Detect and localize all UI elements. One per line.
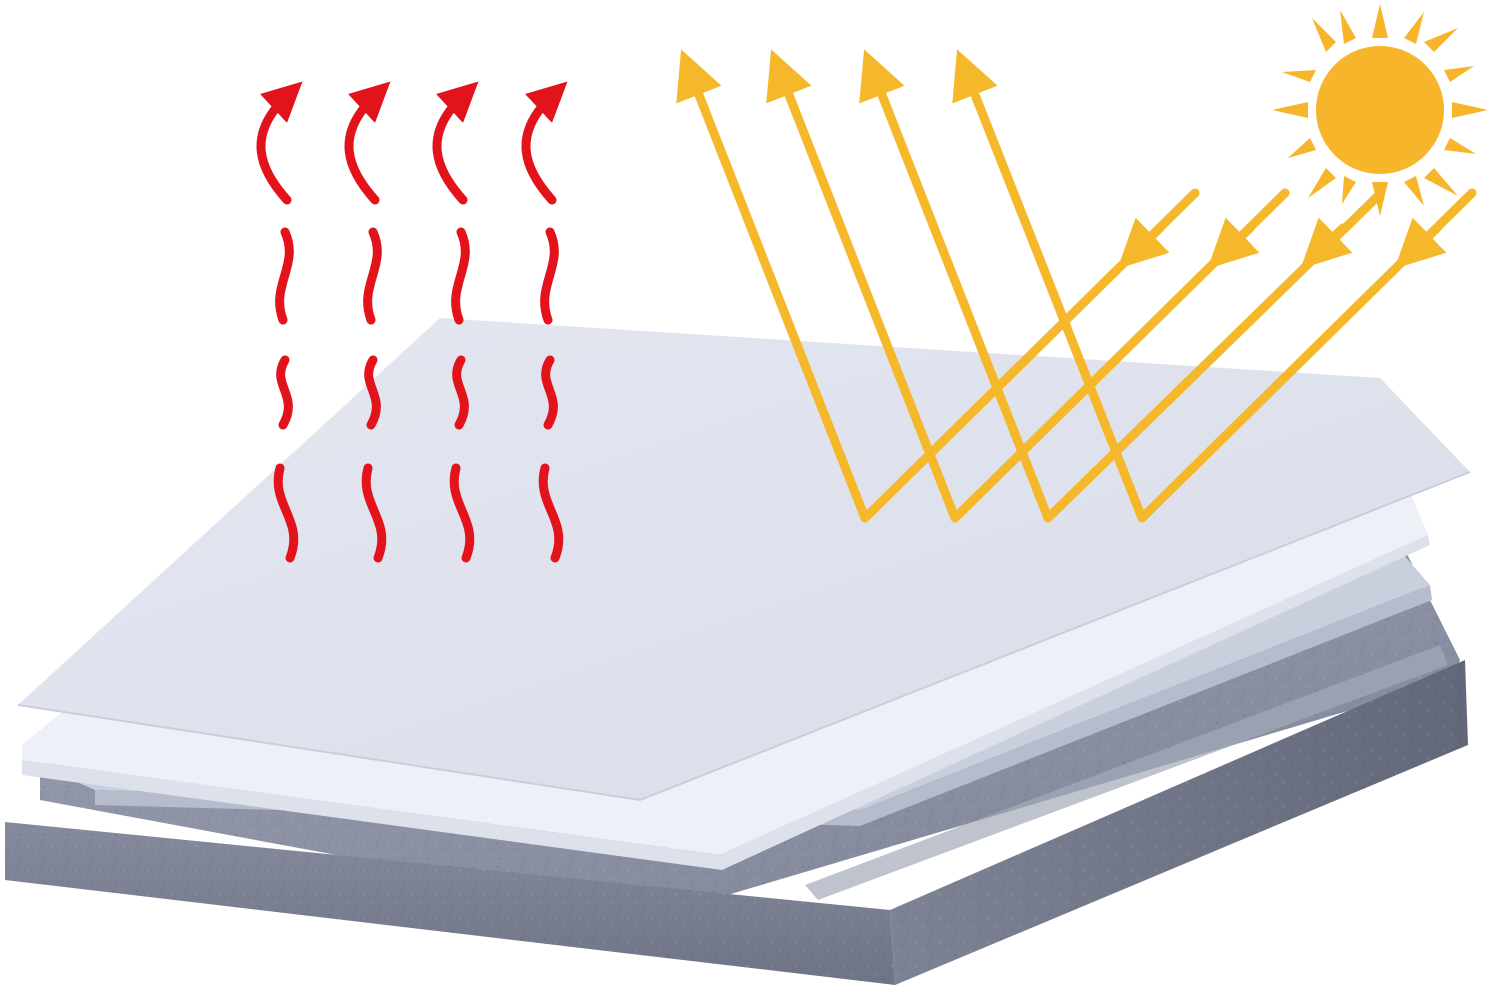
wavy-arrow-icon: [521, 95, 559, 563]
wavy-arrow-icon: [432, 95, 470, 563]
reflected-ray-4: [952, 49, 1147, 523]
reflected-ray-1: [676, 49, 870, 523]
wavy-arrow-icon: [344, 95, 382, 563]
heat-emission-arrows: [256, 95, 559, 563]
sunlight-rays: [676, 49, 1477, 523]
reflected-ray-3: [859, 49, 1053, 523]
sun-icon: [1272, 4, 1488, 216]
wavy-arrow-icon: [256, 95, 294, 563]
reflected-ray-2: [766, 49, 960, 523]
